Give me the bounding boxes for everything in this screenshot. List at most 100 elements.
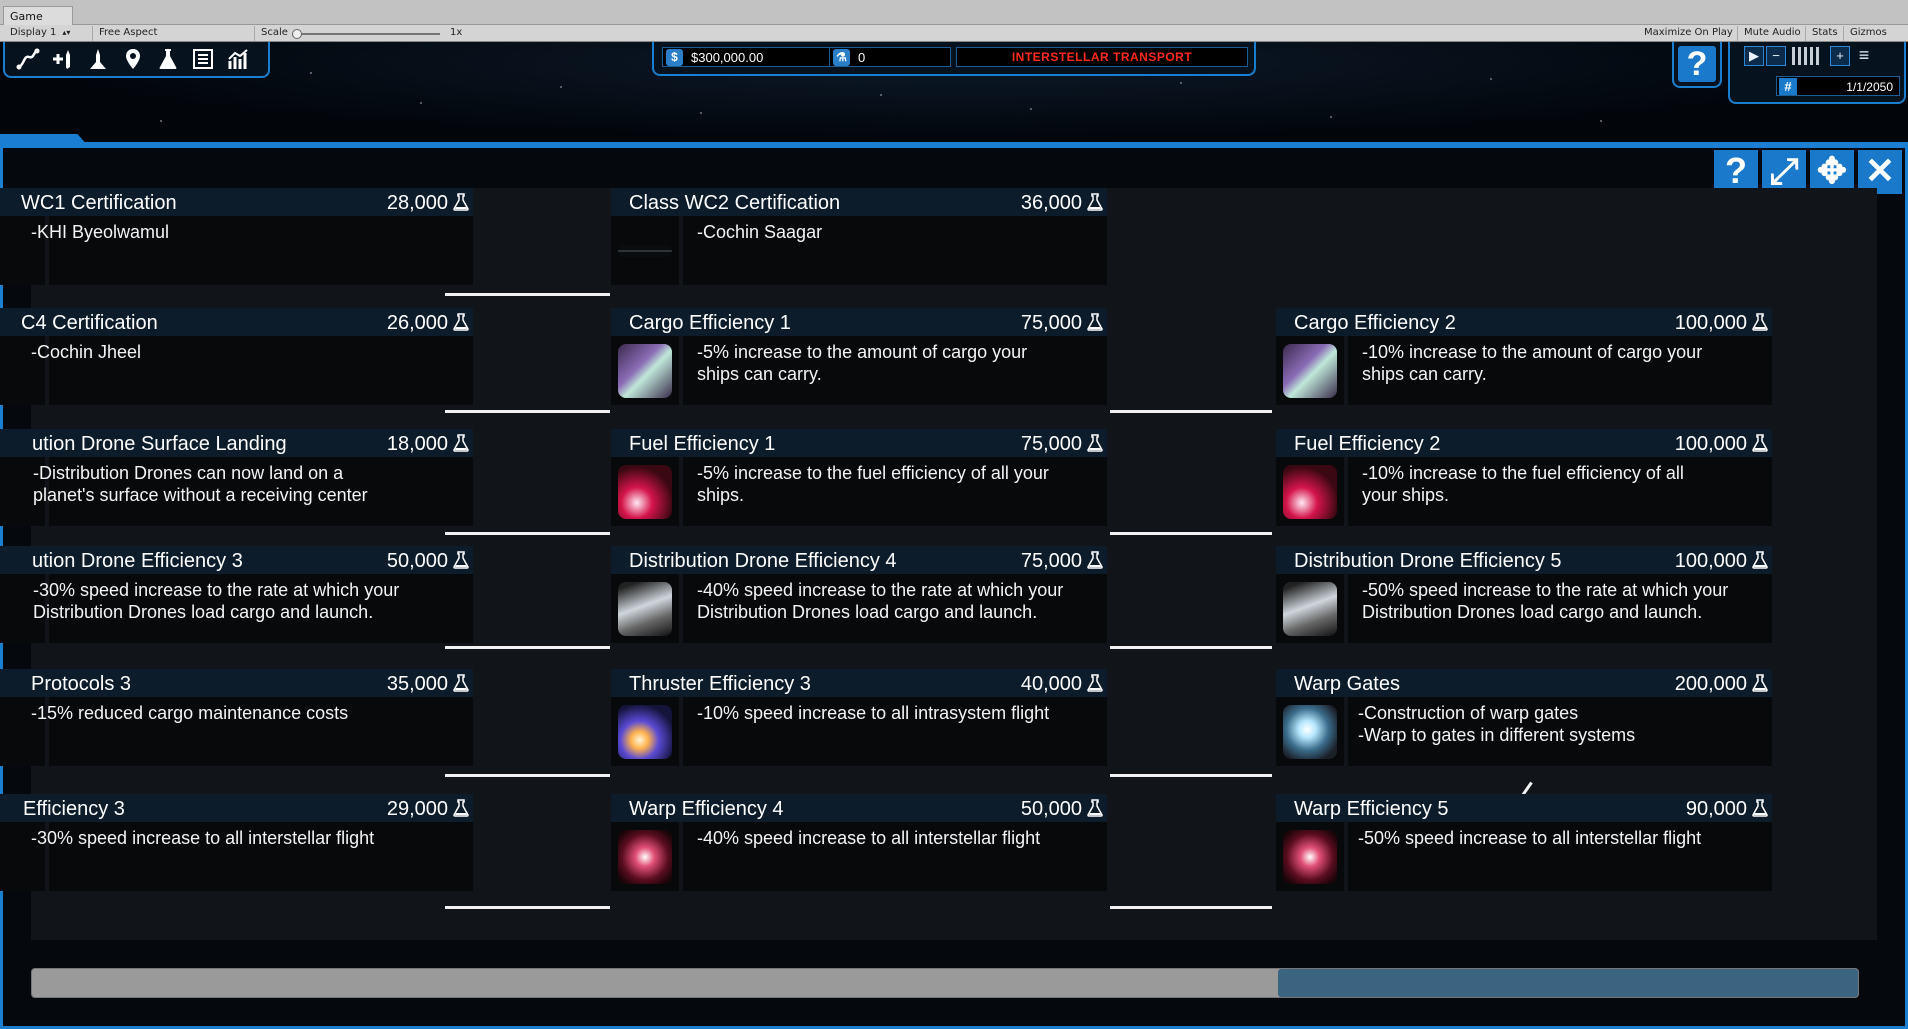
card-cost: 75,000 bbox=[1021, 312, 1103, 335]
maximize-on-play-toggle[interactable]: Maximize On Play bbox=[1640, 26, 1738, 41]
panel-close-button[interactable]: ✕ bbox=[1858, 150, 1902, 194]
aspect-dropdown[interactable]: Free Aspect bbox=[95, 26, 255, 41]
faster-button[interactable]: + bbox=[1830, 46, 1850, 66]
gizmos-dropdown[interactable]: Gizmos bbox=[1850, 27, 1887, 38]
card-icon-slot bbox=[0, 336, 45, 405]
panel-help-button[interactable]: ? bbox=[1714, 150, 1758, 194]
card-title: Warp Gates bbox=[1294, 673, 1400, 695]
star bbox=[1180, 82, 1182, 84]
card-body bbox=[49, 216, 473, 285]
card-icon-slot bbox=[611, 216, 679, 285]
location-pin-icon[interactable] bbox=[120, 46, 146, 72]
research-card[interactable]: Protocols 3 35,000 -15% reduced cargo ma… bbox=[0, 669, 473, 766]
research-card[interactable]: C4 Certification 26,000 -Cochin Jheel bbox=[0, 308, 473, 405]
add-ship-icon[interactable] bbox=[50, 46, 76, 72]
star bbox=[560, 86, 562, 88]
play-button[interactable]: ▶ bbox=[1744, 46, 1764, 66]
tree-connector bbox=[445, 532, 610, 535]
mute-audio-toggle[interactable]: Mute Audio bbox=[1740, 26, 1806, 41]
hash-icon: # bbox=[1779, 78, 1797, 95]
research-card[interactable]: Warp Efficiency 4 50,000 -40% speed incr… bbox=[611, 794, 1107, 891]
scale-slider-handle[interactable] bbox=[292, 29, 302, 39]
research-card[interactable]: Warp Efficiency 5 90,000 -50% speed incr… bbox=[1276, 794, 1772, 891]
card-header bbox=[0, 308, 473, 336]
menu-icon[interactable]: ≡ bbox=[1858, 45, 1870, 65]
star bbox=[700, 112, 702, 114]
flask-icon bbox=[1087, 313, 1103, 331]
research-card[interactable]: ution Drone Efficiency 3 50,000 -30% spe… bbox=[0, 546, 473, 643]
display-dropdown[interactable]: Display 1▴▾ bbox=[6, 26, 93, 41]
card-cost: 75,000 bbox=[1021, 433, 1103, 456]
tree-connector bbox=[445, 774, 610, 777]
star bbox=[1030, 108, 1032, 110]
research-card[interactable]: Distribution Drone Efficiency 5 100,000 … bbox=[1276, 546, 1772, 643]
route-icon[interactable] bbox=[15, 46, 41, 72]
launch-pad-icon[interactable] bbox=[85, 46, 111, 72]
research-card[interactable]: Thruster Efficiency 3 40,000 -10% speed … bbox=[611, 669, 1107, 766]
card-icon-slot bbox=[611, 457, 679, 526]
card-description: -40% speed increase to the rate at which… bbox=[697, 580, 1064, 622]
tree-connector bbox=[445, 293, 610, 296]
card-cost: 28,000 bbox=[387, 192, 469, 215]
card-title: Protocols 3 bbox=[31, 673, 132, 695]
research-card[interactable]: ution Drone Surface Landing 18,000 -Dist… bbox=[0, 429, 473, 526]
research-card[interactable]: Cargo Efficiency 2 100,000 -10% increase… bbox=[1276, 308, 1772, 405]
company-title: INTERSTELLAR TRANSPORT bbox=[956, 47, 1248, 67]
date-value: 1/1/2050 bbox=[1846, 80, 1893, 94]
research-card[interactable]: Distribution Drone Efficiency 4 75,000 -… bbox=[611, 546, 1107, 643]
card-description: -Construction of warp gates -Warp to gat… bbox=[1358, 703, 1636, 745]
card-cost: 90,000 bbox=[1686, 798, 1768, 821]
stats-chart-icon[interactable] bbox=[225, 46, 251, 72]
panel-resize-button[interactable]: ⤢ bbox=[1762, 150, 1806, 194]
card-cost: 50,000 bbox=[1021, 798, 1103, 821]
research-tree: WC1 Certification 28,000 -KHI Byeolwamul… bbox=[0, 188, 1877, 940]
scale-label: Scale bbox=[261, 27, 288, 38]
card-header bbox=[611, 188, 1107, 216]
warp-icon bbox=[618, 829, 672, 884]
flask-icon bbox=[453, 193, 469, 211]
card-description: -Cochin Jheel bbox=[31, 342, 142, 362]
scrollbar-thumb[interactable] bbox=[1278, 969, 1858, 997]
research-card[interactable]: WC1 Certification 28,000 -KHI Byeolwamul bbox=[0, 188, 473, 285]
research-card[interactable]: Fuel Efficiency 1 75,000 -5% increase to… bbox=[611, 429, 1107, 526]
tree-connector bbox=[1110, 906, 1272, 909]
research-card[interactable]: Efficiency 3 29,000 -30% speed increase … bbox=[0, 794, 473, 891]
research-card[interactable]: Class WC2 Certification 36,000 -Cochin S… bbox=[611, 188, 1107, 285]
card-description: -5% increase to the amount of cargo your… bbox=[697, 342, 1028, 384]
card-header bbox=[0, 188, 473, 216]
star bbox=[160, 120, 162, 122]
card-icon-slot bbox=[611, 697, 679, 766]
slower-button[interactable]: − bbox=[1766, 46, 1786, 66]
flask-icon bbox=[453, 799, 469, 817]
card-body bbox=[683, 336, 1107, 405]
card-title: WC1 Certification bbox=[21, 192, 177, 214]
card-description: -KHI Byeolwamul bbox=[31, 222, 170, 242]
speed-level-indicator bbox=[1792, 47, 1826, 65]
game-tab-label: Game bbox=[10, 10, 43, 23]
card-title: Distribution Drone Efficiency 5 bbox=[1294, 550, 1562, 572]
flask-icon bbox=[1752, 799, 1768, 817]
fuel-icon bbox=[618, 464, 672, 519]
panel-move-button[interactable]: ✥ bbox=[1810, 150, 1854, 194]
card-icon-slot bbox=[1276, 822, 1344, 891]
card-icon-slot bbox=[611, 822, 679, 891]
card-body bbox=[1348, 457, 1772, 526]
game-tab[interactable]: Game bbox=[3, 6, 73, 25]
stats-toggle[interactable]: Stats bbox=[1808, 26, 1844, 41]
hud-status-bar: $ $300,000.00 ⚗ 0 INTERSTELLAR TRANSPORT bbox=[652, 42, 1256, 76]
research-card[interactable]: Cargo Efficiency 1 75,000 -5% increase t… bbox=[611, 308, 1107, 405]
card-description: -Distribution Drones can now land on a p… bbox=[33, 463, 368, 505]
money-display: $ $300,000.00 bbox=[662, 47, 830, 67]
money-value: $300,000.00 bbox=[691, 50, 764, 65]
horizontal-scrollbar[interactable] bbox=[31, 968, 1859, 998]
help-button[interactable]: ? bbox=[1672, 42, 1722, 88]
ledger-icon[interactable] bbox=[190, 46, 216, 72]
card-cost: 18,000 bbox=[387, 433, 469, 456]
card-body bbox=[683, 574, 1107, 643]
research-flask-icon[interactable] bbox=[155, 46, 181, 72]
research-card[interactable]: Fuel Efficiency 2 100,000 -10% increase … bbox=[1276, 429, 1772, 526]
research-points-value: 0 bbox=[858, 50, 866, 65]
scale-slider-track[interactable] bbox=[292, 33, 440, 35]
game-view: $ $300,000.00 ⚗ 0 INTERSTELLAR TRANSPORT… bbox=[0, 42, 1908, 1029]
research-card[interactable]: Warp Gates 200,000 -Construction of warp… bbox=[1276, 669, 1772, 766]
